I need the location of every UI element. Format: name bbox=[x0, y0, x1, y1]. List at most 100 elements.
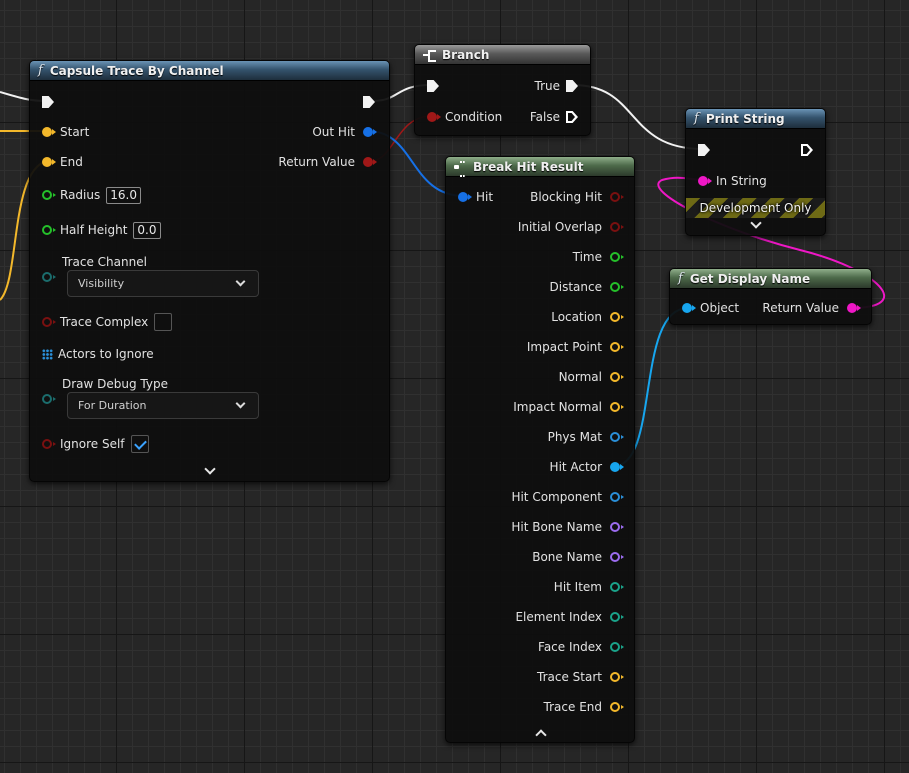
break-output-pin[interactable] bbox=[610, 402, 624, 412]
break-output-label: Location bbox=[551, 310, 602, 324]
get-display-name-node[interactable]: f Get Display Name Object Return Value bbox=[669, 268, 872, 325]
trace-channel-dropdown[interactable]: Visibility bbox=[67, 270, 259, 297]
radius-pin[interactable] bbox=[42, 190, 56, 200]
break-output-pin[interactable] bbox=[610, 552, 624, 562]
in-string-pin[interactable] bbox=[698, 176, 712, 186]
break-output-pin[interactable] bbox=[610, 492, 624, 502]
return-value-pin[interactable] bbox=[363, 157, 377, 167]
break-output-label: Face Index bbox=[538, 640, 602, 654]
break-output-pin[interactable] bbox=[610, 372, 624, 382]
break-output-label: Impact Normal bbox=[513, 400, 602, 414]
collapse-chevron-icon[interactable] bbox=[535, 729, 547, 741]
branch-node[interactable]: Branch True Condition False bbox=[414, 44, 591, 136]
break-output-row: Location bbox=[446, 308, 634, 326]
ignore-self-row: Ignore Self bbox=[30, 435, 389, 453]
break-output-row: Normal bbox=[446, 368, 634, 386]
hit-input-row: Hit bbox=[446, 188, 634, 206]
break-output-pin[interactable] bbox=[610, 282, 624, 292]
break-output-pin[interactable] bbox=[610, 312, 624, 322]
break-output-pin[interactable] bbox=[610, 462, 624, 472]
trace-complex-row: Trace Complex bbox=[30, 313, 389, 331]
true-exec-pin[interactable] bbox=[566, 80, 578, 92]
trace-channel-label: Trace Channel bbox=[62, 255, 147, 269]
half-height-pin[interactable] bbox=[42, 225, 56, 235]
break-output-pin[interactable] bbox=[610, 612, 624, 622]
print-string-header[interactable]: f Print String bbox=[686, 109, 825, 129]
break-output-pin[interactable] bbox=[610, 342, 624, 352]
print-string-title: Print String bbox=[705, 111, 785, 126]
break-output-row: Distance bbox=[446, 278, 634, 296]
condition-label: Condition bbox=[445, 110, 503, 124]
break-output-pin[interactable] bbox=[610, 222, 624, 232]
ignore-self-checkbox[interactable] bbox=[130, 435, 149, 453]
break-output-row: Hit Actor bbox=[446, 458, 634, 476]
in-string-label: In String bbox=[716, 174, 767, 188]
actors-to-ignore-row: Actors to Ignore bbox=[30, 345, 389, 363]
condition-row: Condition bbox=[415, 108, 590, 126]
get-display-name-title: Get Display Name bbox=[689, 271, 811, 286]
draw-debug-type-pin-row bbox=[30, 390, 389, 408]
start-row: Start bbox=[30, 123, 389, 141]
ignore-self-label: Ignore Self bbox=[60, 437, 125, 451]
break-output-label: Bone Name bbox=[532, 550, 602, 564]
get-display-name-header[interactable]: f Get Display Name bbox=[670, 269, 871, 289]
trace-complex-pin[interactable] bbox=[42, 317, 56, 327]
branch-header[interactable]: Branch bbox=[415, 45, 590, 65]
print-string-node[interactable]: f Print String In String Development Onl… bbox=[685, 108, 826, 236]
trace-complex-label: Trace Complex bbox=[60, 315, 149, 329]
print-exec-out-pin[interactable] bbox=[801, 144, 813, 156]
capsule-trace-node[interactable]: f Capsule Trace By Channel Start Out Hit… bbox=[29, 60, 390, 482]
break-output-pin[interactable] bbox=[610, 252, 624, 262]
radius-input[interactable]: 16.0 bbox=[106, 186, 141, 204]
condition-pin[interactable] bbox=[427, 112, 441, 122]
exec-out-pin[interactable] bbox=[363, 96, 375, 108]
end-pin[interactable] bbox=[42, 157, 56, 167]
ignore-self-pin[interactable] bbox=[42, 439, 56, 449]
end-row: End bbox=[30, 153, 389, 171]
break-output-pin[interactable] bbox=[610, 642, 624, 652]
draw-debug-type-pin[interactable] bbox=[42, 394, 56, 404]
start-label: Start bbox=[60, 125, 90, 139]
break-output-pin[interactable] bbox=[610, 522, 624, 532]
half-height-input[interactable]: 0.0 bbox=[133, 221, 161, 239]
array-grid-icon[interactable] bbox=[42, 348, 53, 360]
out-hit-pin[interactable] bbox=[363, 127, 377, 137]
expand-chevron-icon[interactable] bbox=[204, 463, 216, 475]
break-output-row: Trace End bbox=[446, 698, 634, 716]
break-output-label: Initial Overlap bbox=[517, 220, 602, 234]
end-label: End bbox=[60, 155, 83, 169]
exec-wire-true-to-print bbox=[572, 84, 704, 150]
function-icon: f bbox=[38, 63, 43, 78]
expand-chevron-icon[interactable] bbox=[750, 217, 762, 229]
trace-channel-label-row: Trace Channel bbox=[30, 253, 389, 271]
capsule-trace-header[interactable]: f Capsule Trace By Channel bbox=[30, 61, 389, 81]
break-output-row: Impact Point bbox=[446, 338, 634, 356]
break-output-row: Face Index bbox=[446, 638, 634, 656]
half-height-row: Half Height 0.0 bbox=[30, 221, 389, 239]
hit-input-label: Hit bbox=[476, 190, 494, 204]
trace-complex-checkbox[interactable] bbox=[154, 313, 173, 331]
exec-output-row bbox=[30, 93, 389, 111]
break-output-pin[interactable] bbox=[610, 432, 624, 442]
break-hit-result-header[interactable]: Break Hit Result bbox=[446, 157, 634, 177]
draw-debug-type-dropdown[interactable]: For Duration bbox=[67, 392, 259, 419]
break-output-pin[interactable] bbox=[610, 672, 624, 682]
object-pin[interactable] bbox=[682, 303, 696, 313]
break-output-row: Blocking Hit bbox=[446, 188, 634, 206]
break-output-pin[interactable] bbox=[610, 192, 624, 202]
false-exec-pin[interactable] bbox=[566, 111, 578, 123]
start-pin[interactable] bbox=[42, 127, 56, 137]
break-output-label: Hit Bone Name bbox=[511, 520, 602, 534]
display-name-return-row: Return Value bbox=[670, 299, 871, 317]
hit-input-pin[interactable] bbox=[458, 192, 472, 202]
break-output-row: Hit Component bbox=[446, 488, 634, 506]
display-name-return-pin[interactable] bbox=[847, 303, 861, 313]
trace-channel-pin[interactable] bbox=[42, 272, 56, 282]
development-only-banner: Development Only bbox=[686, 198, 825, 218]
branch-false-row: False bbox=[415, 108, 590, 126]
object-label: Object bbox=[700, 301, 740, 315]
break-output-pin[interactable] bbox=[610, 582, 624, 592]
break-output-pin[interactable] bbox=[610, 702, 624, 712]
out-hit-row: Out Hit bbox=[30, 123, 389, 141]
